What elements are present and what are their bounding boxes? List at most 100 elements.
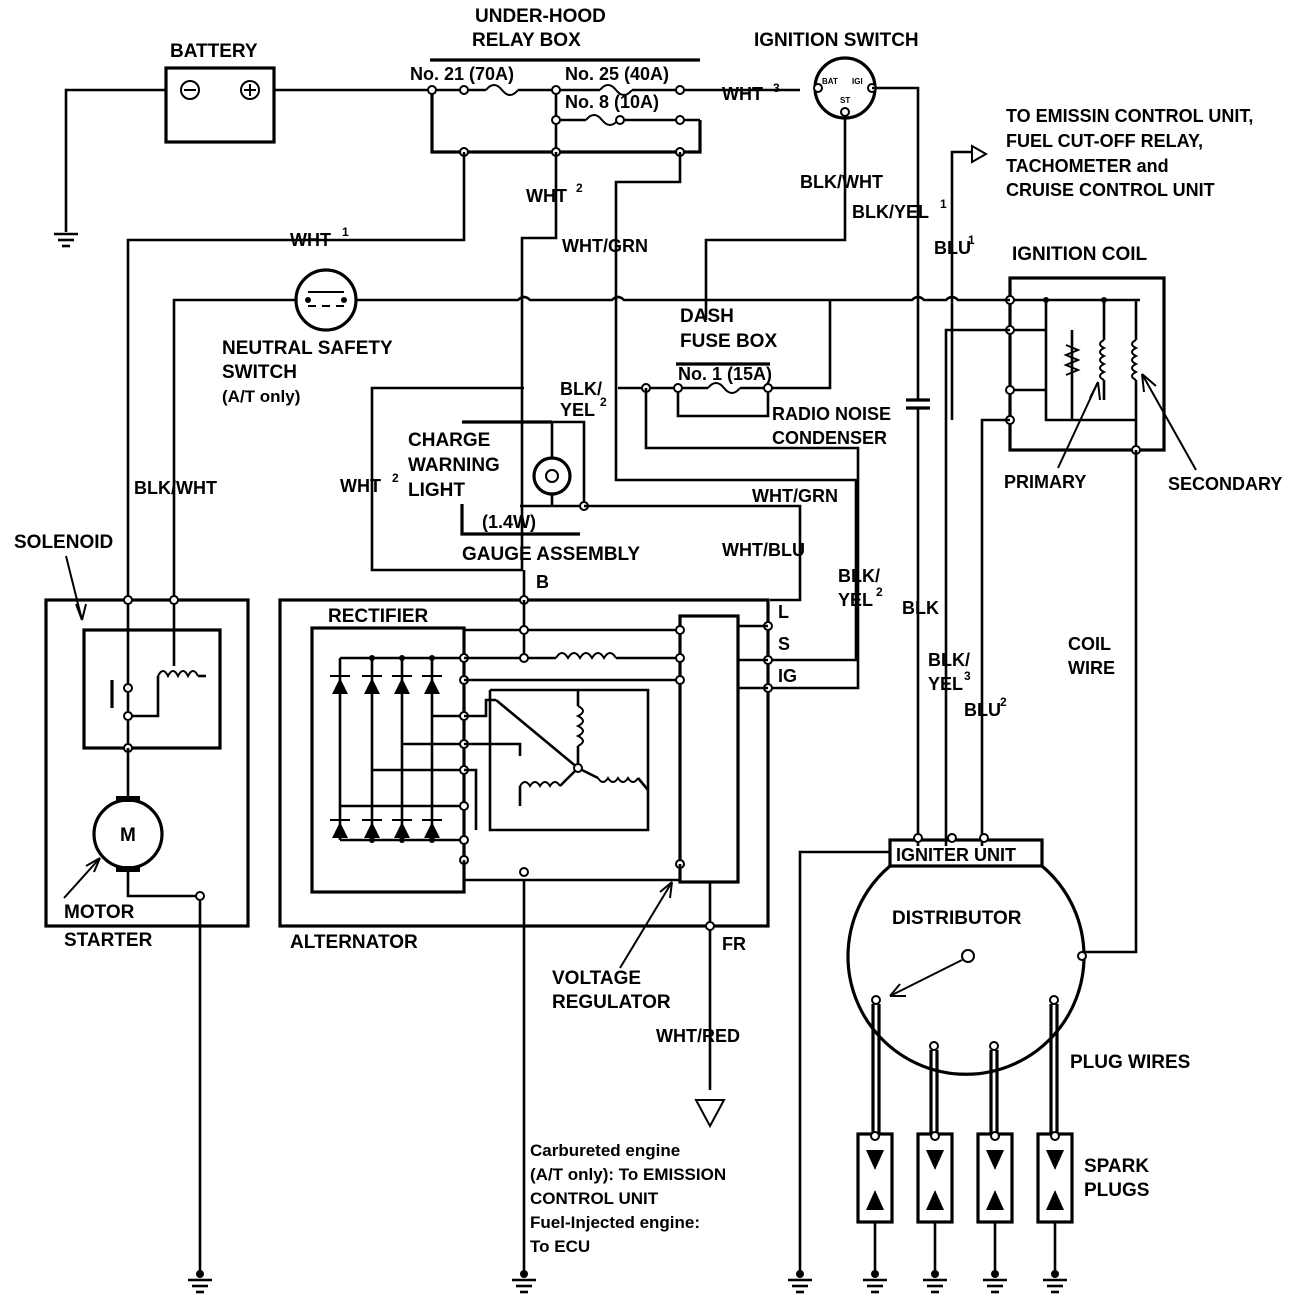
wire-yel2-top-label: YEL xyxy=(560,400,595,420)
motor-label: MOTOR xyxy=(64,902,135,923)
ignition-coil-box xyxy=(1008,276,1166,452)
fuse-8-label: No. 8 (10A) xyxy=(565,92,659,112)
note-line-5: To ECU xyxy=(530,1237,590,1256)
wire-blk-yel3-label: BLK/ xyxy=(928,650,970,670)
wire-blu2-sup: 2 xyxy=(1000,695,1007,709)
emission-label-1: TO EMISSIN CONTROL UNIT, xyxy=(1006,106,1253,126)
wire-wht2-top-sup: 2 xyxy=(576,181,583,195)
emission-label-4: CRUISE CONTROL UNIT xyxy=(1006,180,1215,200)
ign-bat-label: BAT xyxy=(822,77,838,86)
emission-label-3: TACHOMETER and xyxy=(1006,156,1169,176)
ign-st-label: ST xyxy=(840,96,850,105)
voltage-regulator-box xyxy=(678,614,740,884)
charge-label-2: WARNING xyxy=(408,455,500,476)
rectifier-label: RECTIFIER xyxy=(328,606,429,627)
voltage-regulator-label-2: REGULATOR xyxy=(552,992,671,1013)
coil-wire-label-2: WIRE xyxy=(1068,658,1115,678)
neutral-label-1: NEUTRAL SAFETY xyxy=(222,338,393,359)
radio-noise-label-2: CONDENSER xyxy=(772,428,887,448)
note-line-4: Fuel-Injected engine: xyxy=(530,1213,700,1232)
wire-wht-red-label: WHT/RED xyxy=(656,1026,740,1046)
spark-plugs-label-2: PLUGS xyxy=(1084,1180,1149,1201)
wire-yel2-label: YEL xyxy=(838,590,873,610)
wire-yel3-sup: 3 xyxy=(964,669,971,683)
charge-label-1: CHARGE xyxy=(408,430,490,451)
ignition-coil-label: IGNITION COIL xyxy=(1012,244,1148,265)
wire-wht3-label: WHT xyxy=(722,84,763,104)
ign-ig1-label: IGI xyxy=(852,77,863,86)
fuse-25-label: No. 25 (40A) xyxy=(565,64,669,84)
starter-label: STARTER xyxy=(64,930,153,951)
ground-symbols-bottom xyxy=(188,1270,1067,1294)
motor-m-label: M xyxy=(120,825,136,846)
rectifier-box xyxy=(310,626,466,894)
relay-box-label-1: UNDER-HOOD xyxy=(475,6,606,27)
wire-yel3-label: YEL xyxy=(928,674,963,694)
relay-box-label-2: RELAY BOX xyxy=(472,30,581,51)
wire-blk-yel2-top-label: BLK/ xyxy=(560,379,602,399)
wire-blk-label: BLK xyxy=(902,598,939,618)
plug-wires-label: PLUG WIRES xyxy=(1070,1052,1190,1073)
neutral-label-3: (A/T only) xyxy=(222,387,300,406)
terminal-ig-label: IG xyxy=(778,666,797,686)
neutral-label-2: SWITCH xyxy=(222,362,297,383)
igniter-unit-label: IGNITER UNIT xyxy=(896,845,1016,865)
wire-wht-grn-top-label: WHT/GRN xyxy=(562,236,648,256)
wire-blk-yel1-sup: 1 xyxy=(940,197,947,211)
charge-warning-bulb xyxy=(532,456,572,496)
fuse-21-label: No. 21 (70A) xyxy=(410,64,514,84)
wire-wht2-left-label: WHT xyxy=(340,476,381,496)
wire-blu1-sup: 1 xyxy=(968,233,975,247)
ground-symbol xyxy=(54,232,78,248)
radio-noise-condenser xyxy=(906,380,930,846)
wire-yel2-sup: 2 xyxy=(876,585,883,599)
note-line-3: CONTROL UNIT xyxy=(530,1189,659,1208)
distributor-caps xyxy=(871,995,1059,1051)
dash-fuse-label-2: FUSE BOX xyxy=(680,331,777,352)
secondary-label: SECONDARY xyxy=(1168,474,1282,494)
neutral-safety-switch xyxy=(294,268,358,332)
starter-box xyxy=(44,598,250,928)
wire-blu2-label: BLU xyxy=(964,700,1001,720)
wire-blk-wht-starter-label: BLK/WHT xyxy=(134,478,217,498)
solenoid-internals xyxy=(110,595,206,753)
wire-wht-blu-label: WHT/BLU xyxy=(722,540,805,560)
bulb-label: (1.4W) xyxy=(482,512,536,532)
wire-blk-yel2-label: BLK/ xyxy=(838,566,880,586)
starter-motor xyxy=(92,796,164,872)
wire-blk-yel1-label: BLK/YEL xyxy=(852,202,929,222)
distributor-label: DISTRIBUTOR xyxy=(892,908,1022,929)
distributor-housing xyxy=(846,864,1086,1076)
voltage-regulator-label-1: VOLTAGE xyxy=(552,968,641,989)
primary-label: PRIMARY xyxy=(1004,472,1086,492)
emission-label-2: FUEL CUT-OFF RELAY, xyxy=(1006,131,1203,151)
wire-yel2-top-sup: 2 xyxy=(600,395,607,409)
coil-wire-label-1: COIL xyxy=(1068,634,1111,654)
wire-wht3-sup: 3 xyxy=(773,81,780,95)
wire-wht-grn-label: WHT/GRN xyxy=(752,486,838,506)
dash-fuse-no1-label: No. 1 (15A) xyxy=(678,364,772,384)
rectifier-bridge xyxy=(330,653,469,865)
stator-windings xyxy=(464,688,650,832)
wire-wht2-left-sup: 2 xyxy=(392,471,399,485)
solenoid-label: SOLENOID xyxy=(14,532,113,553)
secondary-pointer xyxy=(1141,373,1197,471)
battery xyxy=(164,66,276,144)
spark-plugs-label-1: SPARK xyxy=(1084,1156,1149,1177)
wire-wht2-top-label: WHT xyxy=(526,186,567,206)
note-line-2: (A/T only): To EMISSION xyxy=(530,1165,726,1184)
terminal-fr-label: FR xyxy=(722,934,746,954)
spark-plugs xyxy=(856,1131,1074,1272)
wire-wht1-sup: 1 xyxy=(342,225,349,239)
charge-label-3: LIGHT xyxy=(408,480,465,501)
spark-plug-wires xyxy=(871,1004,1059,1134)
terminal-l-label: L xyxy=(778,602,789,622)
gauge-assembly-label: GAUGE ASSEMBLY xyxy=(462,544,640,565)
note-line-1: Carbureted engine xyxy=(530,1141,680,1160)
ignition-switch-label: IGNITION SWITCH xyxy=(754,30,919,51)
ignition-coil-internals xyxy=(1005,295,1141,455)
wire-blu1-label: BLU xyxy=(934,238,971,258)
battery-label: BATTERY xyxy=(170,41,258,62)
wire-blk-wht-ign-label: BLK/WHT xyxy=(800,172,883,192)
